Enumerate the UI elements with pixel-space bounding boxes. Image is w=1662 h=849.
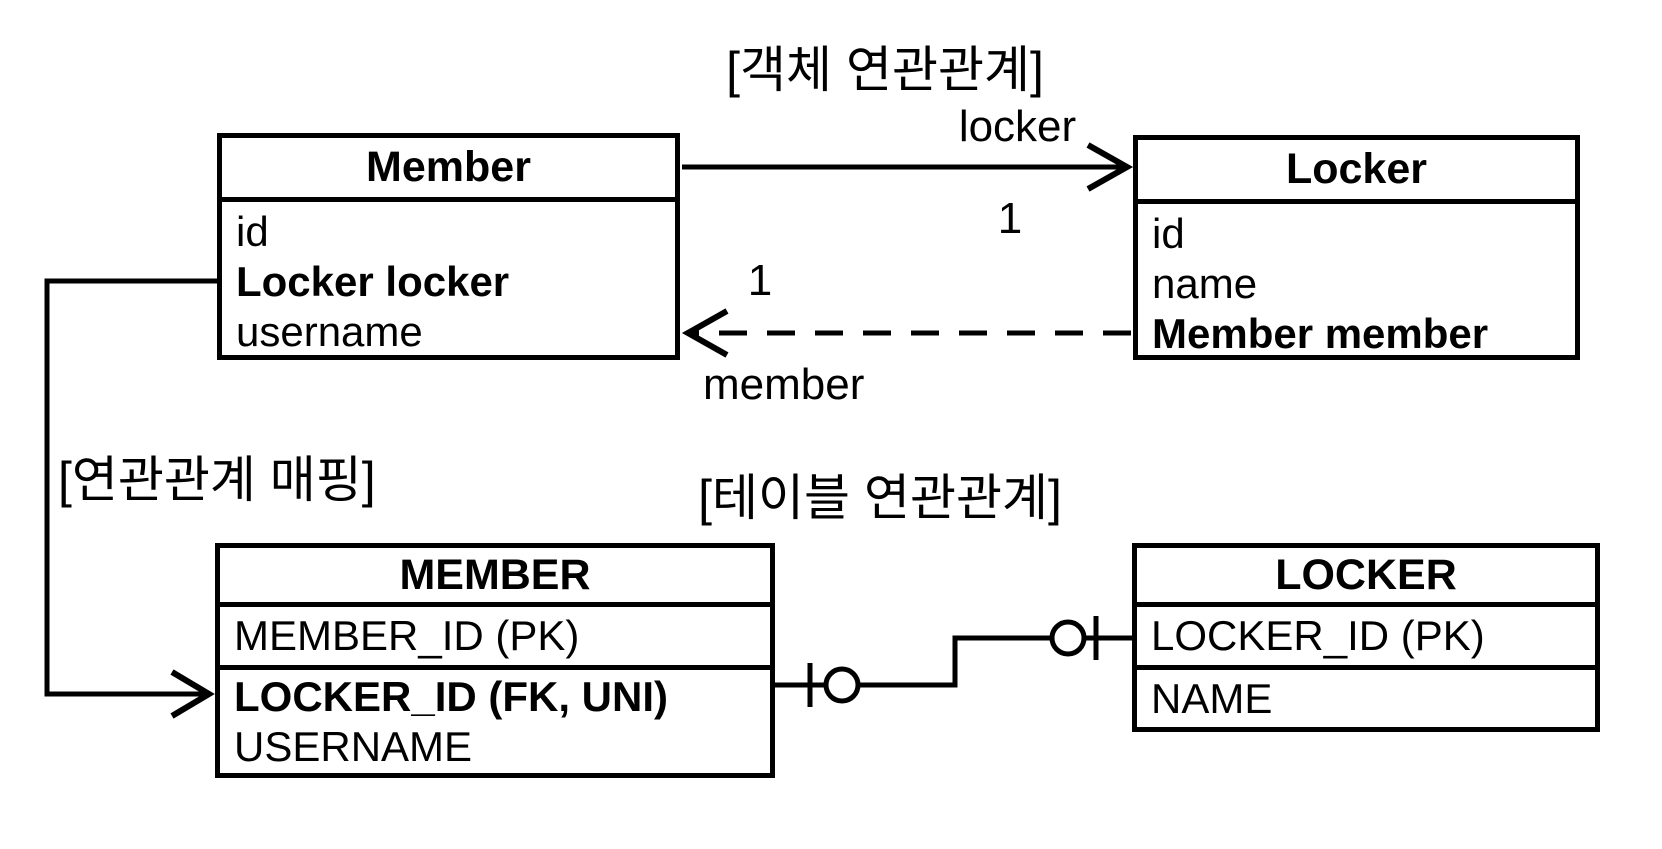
locker-table-name-row: NAME [1151,674,1273,722]
table-relation-line [775,635,1132,688]
member-association-arrowhead [681,308,729,358]
locker-class-field-name: name [1152,260,1258,307]
member-table-field-rows: LOCKER_ID (FK, UNI) USERNAME [220,670,770,772]
locker-table-title: LOCKER [1137,548,1595,607]
member-class-box: Member id Locker locker username [217,133,680,360]
locker-class-field-id: id [1152,210,1185,257]
locker-class-title: Locker [1138,140,1575,204]
object-association-title: [객체 연관관계] [726,42,1044,98]
locker-table-box: LOCKER LOCKER_ID (PK) NAME [1132,543,1600,732]
locker-side-zero-circle [1049,619,1087,657]
mapping-connector-arrowhead [170,669,215,719]
member-table-title: MEMBER [220,548,770,607]
locker-class-box: Locker id name Member member [1133,135,1580,360]
member-class-field-id: id [236,208,269,255]
member-table-fk-row: LOCKER_ID (FK, UNI) [234,673,668,720]
member-class-title: Member [222,138,675,202]
member-side-zero-circle [823,666,861,704]
member-table-box: MEMBER MEMBER_ID (PK) LOCKER_ID (FK, UNI… [215,543,775,778]
member-table-pk-row: MEMBER_ID (PK) [220,607,770,670]
table-association-title: [테이블 연관관계] [698,470,1062,526]
locker-class-fields: id name Member member [1138,204,1575,359]
member-class-field-username: username [236,308,423,355]
member-role-label: member [703,360,865,409]
member-multiplicity-label: 1 [747,256,773,305]
member-table-username-row: USERNAME [234,723,473,770]
locker-class-field-member: Member member [1152,310,1489,357]
mapping-title: [연관관계 매핑] [58,452,376,508]
object-association-arrowhead [1086,142,1134,192]
member-class-fields: id Locker locker username [222,202,675,357]
locker-role-label: locker [958,102,1077,151]
member-class-field-locker: Locker locker [236,258,510,305]
mapping-connector-line [44,278,217,697]
locker-table-pk-row: LOCKER_ID (PK) [1137,607,1595,670]
locker-multiplicity-label: 1 [997,194,1023,243]
